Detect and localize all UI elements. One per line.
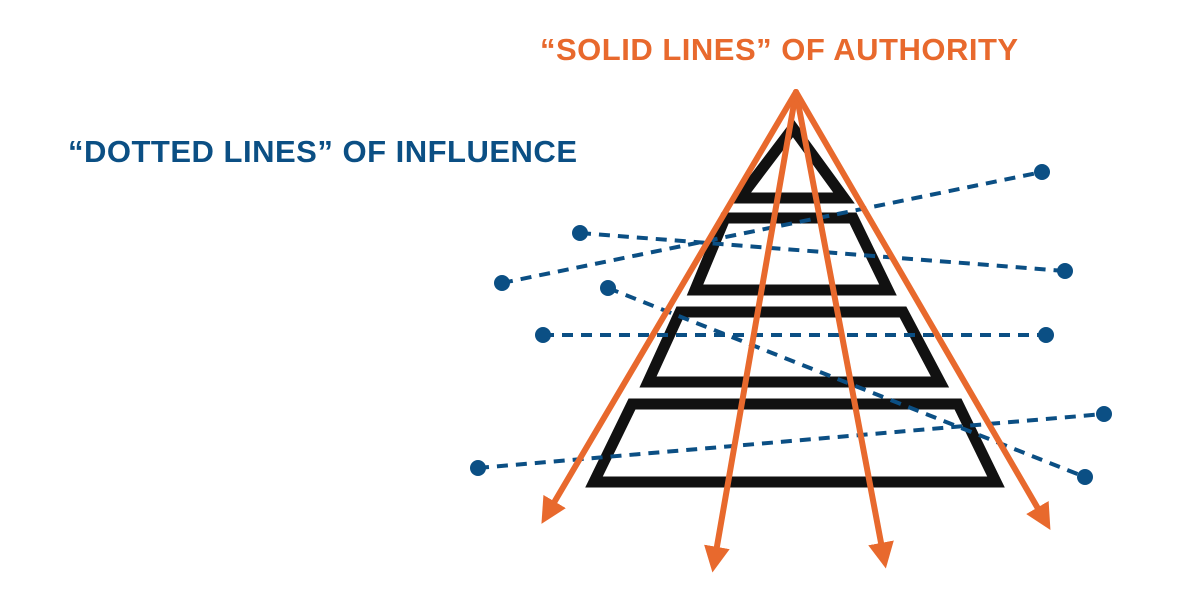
pyramid-tier-3 [639,306,950,388]
pyramid [585,118,1005,488]
endpoint-dot [600,280,616,296]
authority-arrow-3 [793,89,894,569]
dotted-lines-title: “DOTTED LINES” OF INFLUENCE [68,134,578,169]
influence-lines [470,164,1112,485]
influence-connection-4 [535,327,1054,343]
endpoint-dot [1077,469,1093,485]
endpoint-dot [1038,327,1054,343]
authority-arrow-4 [793,89,1051,530]
endpoint-dot [535,327,551,343]
authority-arrow-2 [704,89,799,573]
pyramid-tier-1 [728,118,855,204]
influence-connection-3 [600,280,1093,485]
endpoint-dot [1096,406,1112,422]
influence-connection-2 [572,225,1073,279]
endpoint-dot [470,460,486,476]
authority-arrow-1 [541,89,799,524]
pyramid-tier-4 [585,398,1005,488]
endpoint-dot [1034,164,1050,180]
authority-arrows [541,89,1051,573]
endpoint-dot [572,225,588,241]
endpoint-dot [494,275,510,291]
dotted-line [607,286,1086,479]
dotted-line [579,231,1066,273]
pyramid-tier-2 [686,212,897,296]
endpoint-dot [1057,263,1073,279]
solid-lines-title: “SOLID LINES” OF AUTHORITY [540,32,1019,67]
